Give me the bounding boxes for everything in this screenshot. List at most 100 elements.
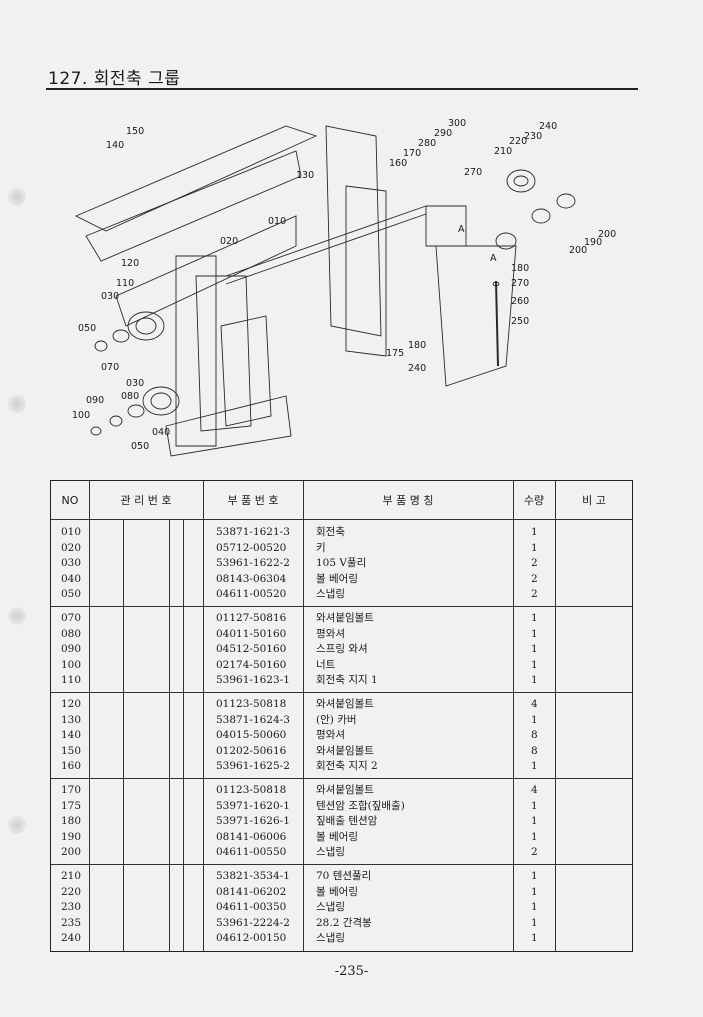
cell-part: 08141-06202 (216, 885, 287, 898)
cell-part: 01127-50816 (216, 612, 287, 624)
cell-name: 회전축 지지 2 (316, 760, 378, 773)
cell-part: 53961-1625-2 (216, 760, 290, 773)
cell-qty: 1 (531, 612, 538, 624)
title-rule (46, 88, 638, 90)
cell-name: 70 텐션풀리 (316, 870, 372, 882)
svg-text:300: 300 (448, 118, 466, 129)
svg-text:170: 170 (403, 148, 421, 159)
cell-qty: 1 (531, 901, 538, 914)
cell-name: 스냅링 (316, 846, 345, 859)
cell-part: 53971-1626-1 (216, 815, 290, 828)
page-title: 127. 회전축 그룹 (48, 69, 181, 89)
frame-right (325, 125, 517, 387)
cell-name: 평와셔 (316, 729, 345, 742)
cell-no: 120 (61, 698, 82, 710)
cell-name: 105 V풀리 (316, 557, 367, 570)
tension-rod (492, 280, 500, 367)
page-number: -235- (334, 964, 369, 979)
svg-text:210: 210 (494, 146, 512, 157)
binder-hole (8, 816, 26, 834)
cell-no: 080 (61, 627, 82, 640)
svg-text:200: 200 (569, 245, 587, 256)
cell-part: 01202-50616 (216, 744, 287, 757)
rotating-shaft (225, 205, 427, 285)
group-rule (51, 692, 632, 693)
svg-text:240: 240 (408, 363, 426, 374)
cell-qty: 1 (531, 870, 538, 882)
cell-qty: 1 (531, 541, 538, 554)
cell-part: 08141-06006 (216, 830, 287, 843)
svg-text:230: 230 (524, 131, 542, 142)
header-qty: 수량 (523, 494, 545, 507)
cell-name: 스프링 와셔 (316, 643, 368, 656)
cell-part: 04015-50060 (216, 729, 287, 742)
cell-no: 240 (61, 932, 82, 945)
cell-no: 010 (61, 526, 82, 538)
cell-part: 02174-50160 (216, 658, 287, 671)
svg-text:240: 240 (539, 121, 557, 132)
cell-name: 와셔붙임볼트 (316, 744, 374, 757)
cell-part: 53871-1624-3 (216, 713, 290, 726)
svg-text:250: 250 (511, 316, 529, 327)
cell-part: 53821-3534-1 (216, 870, 290, 882)
svg-text:050: 050 (131, 441, 149, 452)
svg-text:140: 140 (106, 140, 124, 151)
cell-no: 235 (61, 916, 82, 929)
cell-no: 110 (61, 674, 82, 687)
cell-qty: 1 (531, 643, 538, 656)
svg-text:175: 175 (386, 348, 404, 359)
cell-no: 020 (61, 541, 82, 554)
cell-qty: 4 (531, 698, 538, 710)
cell-qty: 2 (531, 588, 538, 601)
frame-left (74, 125, 318, 457)
cell-qty: 4 (531, 784, 538, 796)
svg-text:100: 100 (72, 410, 90, 421)
cell-qty: 1 (531, 713, 538, 726)
svg-text:200: 200 (598, 229, 616, 240)
svg-text:260: 260 (511, 296, 529, 307)
column-rule (169, 519, 170, 951)
svg-text:A: A (458, 224, 465, 235)
cell-no: 100 (61, 658, 82, 671)
column-rule (183, 519, 184, 951)
svg-text:050: 050 (78, 323, 96, 334)
cell-qty: 1 (531, 830, 538, 843)
cell-no: 220 (61, 885, 82, 898)
cell-qty: 1 (531, 815, 538, 828)
cell-part: 04611-00550 (216, 846, 287, 859)
cell-part: 01123-50818 (216, 698, 287, 710)
svg-text:080: 080 (121, 391, 139, 402)
cell-part: 04612-00150 (216, 932, 287, 945)
cell-no: 200 (61, 846, 82, 859)
pulleys (90, 169, 576, 436)
cell-name: 스냅링 (316, 901, 345, 914)
cell-no: 130 (61, 713, 82, 726)
column-rule (203, 481, 204, 951)
cell-qty: 1 (531, 674, 538, 687)
cell-name: 28.2 간격봉 (316, 916, 372, 929)
cell-qty: 1 (531, 658, 538, 671)
cell-name: 회전축 (316, 526, 345, 538)
cell-qty: 1 (531, 799, 538, 812)
cell-no: 230 (61, 901, 82, 914)
cell-part: 08143-06304 (216, 572, 287, 585)
cell-no: 180 (61, 815, 82, 828)
cell-name: 텐션암 조합(짚배출) (316, 799, 405, 812)
cell-no: 070 (61, 612, 82, 624)
column-rule (123, 519, 124, 951)
svg-text:180: 180 (408, 340, 426, 351)
cell-part: 04611-00350 (216, 901, 287, 914)
svg-text:180: 180 (511, 263, 529, 274)
cell-no: 190 (61, 830, 82, 843)
binder-hole (8, 188, 26, 206)
cell-name: 볼 베어링 (316, 572, 358, 585)
cell-name: 짚배출 텐션암 (316, 815, 378, 828)
svg-text:190: 190 (584, 237, 602, 248)
cell-part: 05712-00520 (216, 541, 287, 554)
svg-text:040: 040 (152, 427, 170, 438)
cell-name: 회전축 지지 1 (316, 674, 378, 687)
cell-qty: 8 (531, 744, 538, 757)
cell-no: 050 (61, 588, 82, 601)
